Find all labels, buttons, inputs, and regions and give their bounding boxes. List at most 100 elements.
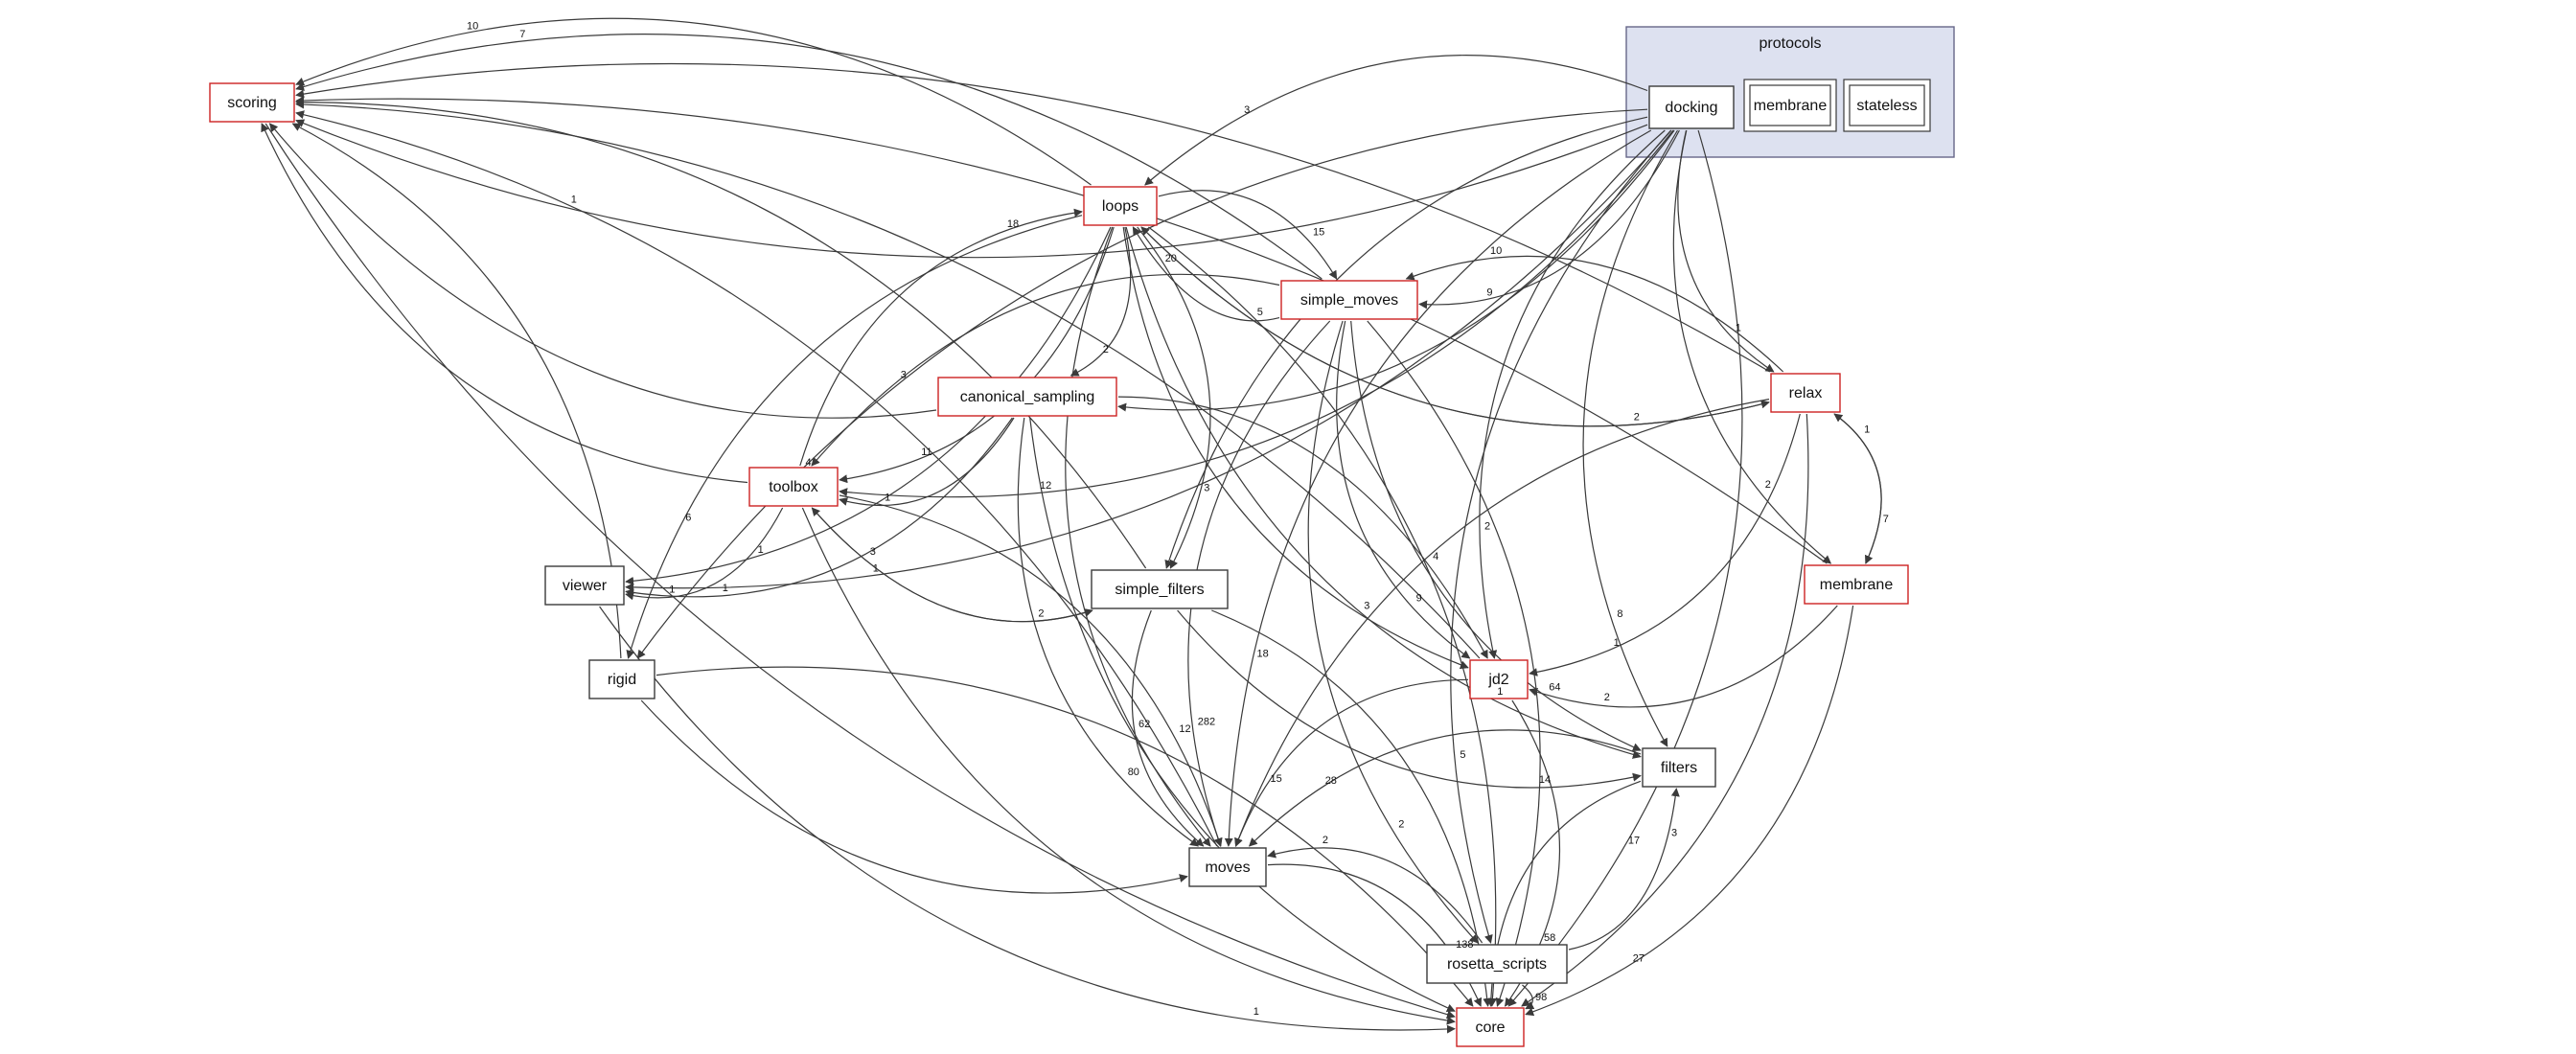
edge-count-label: 1 — [1736, 323, 1741, 334]
edge-relax-simple_moves — [1405, 255, 1784, 373]
edge-simple_moves-toolbox — [811, 273, 1280, 467]
edge-docking-rigid — [636, 108, 1648, 659]
edge-count-label: 1 — [1614, 637, 1620, 649]
node-label-docking: docking — [1665, 100, 1717, 116]
edge-docking-relax — [1677, 129, 1775, 373]
node-label-rigid: rigid — [608, 672, 636, 688]
node-docking[interactable]: docking — [1648, 85, 1735, 129]
node-label-toolbox: toolbox — [769, 479, 818, 495]
edge-docking-toolbox — [839, 129, 1674, 498]
node-loops[interactable]: loops — [1083, 186, 1158, 226]
edge-toolbox-viewer — [625, 507, 784, 601]
node-stateless[interactable]: stateless — [1843, 79, 1931, 132]
edge-count-label: 138 — [1456, 939, 1473, 951]
edge-count-label: 1 — [669, 584, 675, 596]
edge-simple_moves-rosetta_scripts — [1307, 320, 1479, 944]
edge-docking-viewer — [625, 129, 1672, 592]
edge-count-label: 1 — [723, 583, 728, 594]
edge-docking-simple_filters — [1164, 116, 1648, 569]
edge-loops-viewer — [625, 226, 1112, 585]
edge-loops-relax — [1140, 226, 1770, 427]
node-relax[interactable]: relax — [1770, 373, 1841, 413]
edge-count-label: 4 — [806, 457, 812, 469]
edge-membrane-relax — [1833, 413, 1882, 564]
node-simple_filters[interactable]: simple_filters — [1091, 569, 1229, 609]
edge-count-label: 2 — [1038, 607, 1044, 619]
edge-toolbox-loops — [799, 208, 1083, 467]
edge-relax-jd2 — [1529, 413, 1801, 676]
node-label-rosetta_scripts: rosetta_scripts — [1447, 956, 1547, 973]
edge-viewer-core — [599, 606, 1456, 1034]
node-label-membrane: membrane — [1820, 577, 1894, 593]
node-label-loops: loops — [1102, 198, 1138, 215]
edge-count-label: 20 — [1165, 253, 1177, 264]
edge-canonical_sampling-core — [1029, 417, 1456, 1013]
edge-count-label: 2 — [1604, 692, 1610, 703]
node-jd2[interactable]: jd2 — [1469, 659, 1529, 699]
node-membrane[interactable]: membrane — [1804, 564, 1909, 605]
edge-loops-simple_filters — [1137, 226, 1211, 569]
protocols-cluster-label: protocols — [1760, 35, 1822, 52]
node-core[interactable]: core — [1456, 1007, 1525, 1047]
edge-loops-core — [1148, 226, 1497, 1007]
edge-canonical_sampling-toolbox — [839, 417, 1015, 507]
edge-count-label: 2 — [1484, 521, 1490, 533]
edge-count-label: 62 — [1138, 719, 1150, 730]
edge-count-label: 9 — [1486, 287, 1492, 299]
edge-count-label: 15 — [1271, 773, 1282, 785]
node-rosetta_scripts[interactable]: rosetta_scripts — [1426, 944, 1568, 984]
edge-count-label: 1 — [1864, 424, 1870, 435]
node-label-stateless: stateless — [1856, 98, 1917, 114]
node-label-scoring: scoring — [227, 95, 277, 111]
node-label-simple_moves: simple_moves — [1300, 292, 1398, 309]
edge-loops-scoring — [295, 17, 1092, 186]
edges-layer — [261, 17, 1882, 1034]
edge-count-label: 7 — [1883, 514, 1889, 525]
edge-count-label: 3 — [1671, 828, 1677, 839]
edge-count-label: 1 — [1497, 686, 1503, 698]
edge-toolbox-moves — [839, 494, 1223, 847]
edge-count-label: 12 — [1179, 723, 1190, 735]
edge-simple_filters-scoring — [295, 98, 1147, 569]
edge-canonical_sampling-jd2 — [1117, 396, 1488, 659]
edge-count-label: 80 — [1128, 767, 1139, 778]
edge-count-label: 3 — [901, 369, 907, 380]
edge-docking-membrane — [1672, 129, 1832, 564]
node-rigid[interactable]: rigid — [588, 659, 656, 699]
edge-count-label: 15 — [1313, 227, 1324, 239]
edge-count-label: 18 — [1007, 218, 1019, 230]
edge-simple_filters-toolbox — [811, 507, 1093, 623]
edge-moves-scoring — [295, 110, 1218, 847]
node-toolbox[interactable]: toolbox — [748, 467, 839, 507]
edge-rigid-core — [656, 666, 1474, 1007]
edge-toolbox-core — [801, 507, 1456, 1025]
node-scoring[interactable]: scoring — [209, 82, 295, 123]
edge-loops-filters — [1125, 226, 1642, 759]
edge-relax-moves — [1234, 399, 1770, 847]
node-moves[interactable]: moves — [1188, 847, 1267, 887]
edge-canonical_sampling-viewer — [625, 417, 1013, 598]
node-simple_moves[interactable]: simple_moves — [1280, 280, 1418, 320]
edge-loops-rigid — [626, 215, 1083, 659]
edge-labels-layer: 1391212142818517101521133162126720396428… — [467, 20, 1889, 1018]
node-canonical_sampling[interactable]: canonical_sampling — [937, 377, 1117, 417]
edge-docking-core — [1507, 129, 1743, 1007]
edge-count-label: 14 — [1539, 774, 1551, 786]
edge-count-label: 3 — [1364, 600, 1369, 611]
node-filters[interactable]: filters — [1642, 747, 1716, 788]
edge-rigid-scoring — [291, 123, 622, 659]
edge-simple_moves-moves — [1187, 320, 1331, 847]
node-membrane_dir[interactable]: membrane — [1743, 79, 1837, 132]
edge-count-label: 1 — [758, 544, 764, 556]
edge-count-label: 27 — [1633, 952, 1644, 964]
edge-docking-filters — [1582, 129, 1679, 747]
edge-jd2-moves — [1234, 678, 1469, 847]
edge-simple_moves-filters — [1350, 320, 1642, 751]
edge-canonical_sampling-scoring — [268, 123, 937, 419]
edge-docking-jd2 — [1479, 129, 1666, 659]
edge-count-label: 1 — [1254, 1006, 1259, 1018]
node-label-membrane_dir: membrane — [1754, 98, 1828, 114]
node-viewer[interactable]: viewer — [544, 565, 625, 606]
